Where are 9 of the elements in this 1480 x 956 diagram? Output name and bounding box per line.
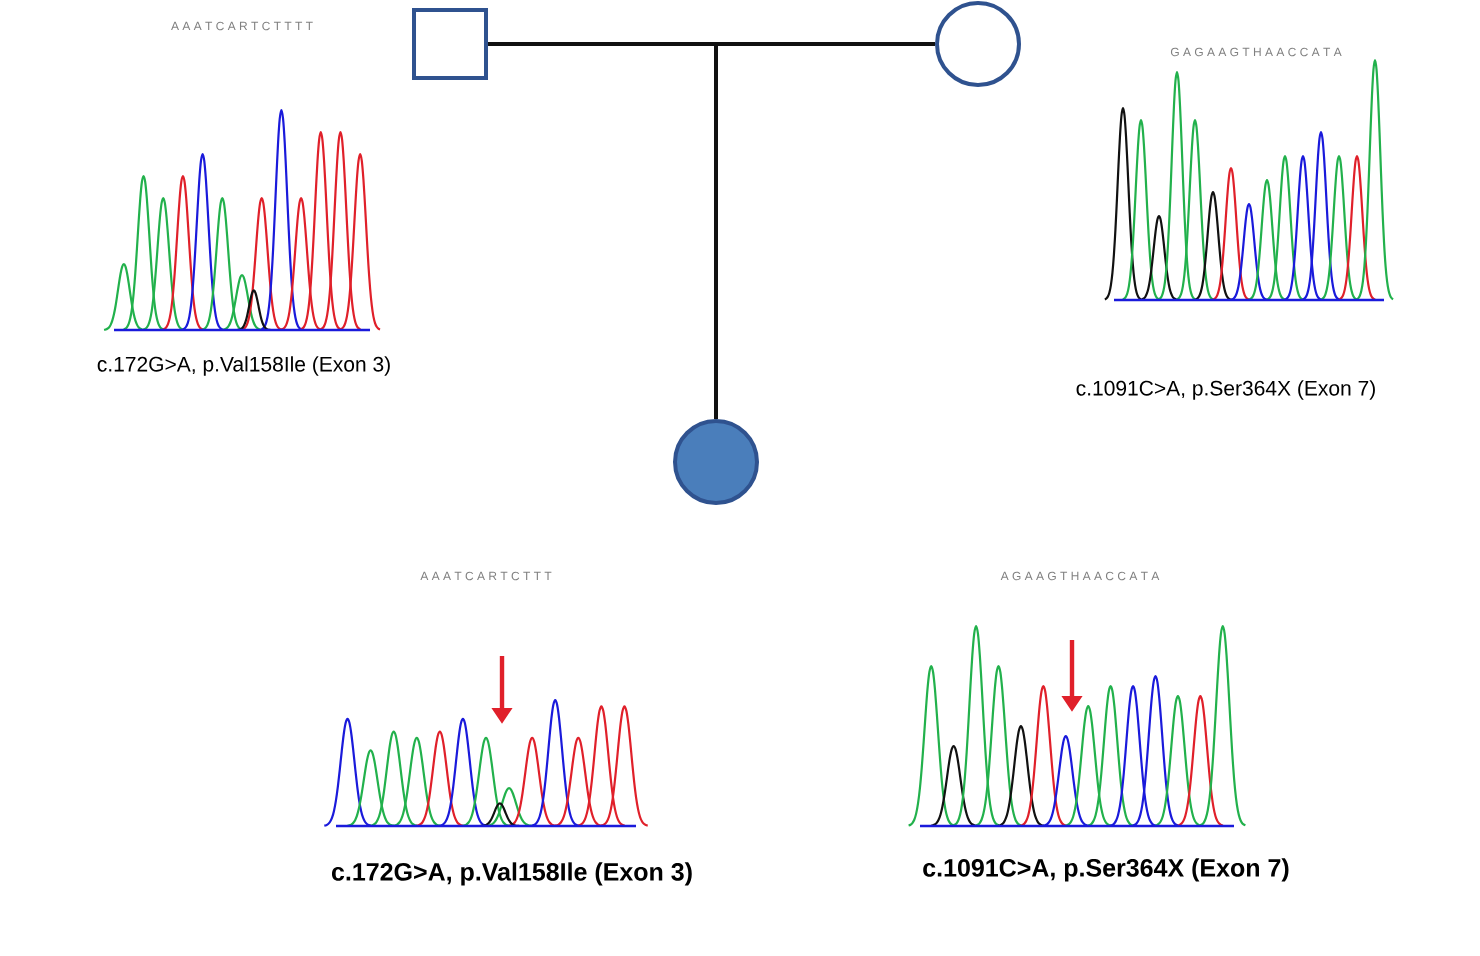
pedigree-circle	[673, 419, 759, 505]
pedigree-square	[412, 8, 488, 80]
pedigree-line	[488, 42, 935, 46]
pedigree-circle	[935, 1, 1021, 87]
mutation-caption: c.1091C>A, p.Ser364X (Exon 7)	[1076, 380, 1375, 400]
mutation-caption: c.172G>A, p.Val158Ile (Exon 3)	[97, 356, 390, 376]
pedigree-line	[714, 44, 718, 419]
mutation-caption: c.1091C>A, p.Ser364X (Exon 7)	[923, 858, 1289, 882]
mutation-caption: c.172G>A, p.Val158Ile (Exon 3)	[332, 862, 692, 886]
